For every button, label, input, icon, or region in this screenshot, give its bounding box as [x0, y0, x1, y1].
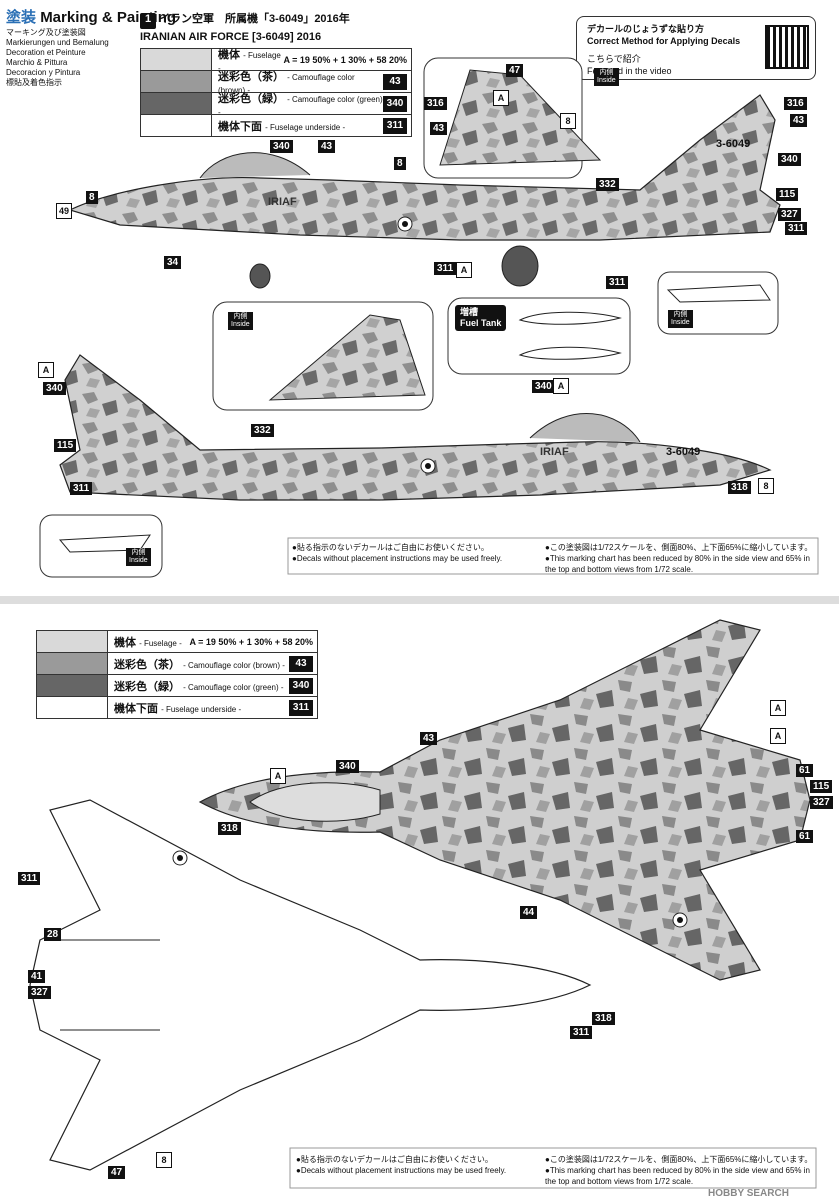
- callout-box: 327: [28, 986, 51, 999]
- decal-method-box: デカールのじょうずな貼り方 Correct Method for Applyin…: [576, 16, 816, 80]
- callout-marker: 8: [560, 113, 576, 129]
- callout-box: 311: [785, 222, 808, 235]
- callout-box: 44: [520, 906, 538, 919]
- callout-box: 61: [796, 764, 814, 777]
- callout-box: 311: [570, 1026, 593, 1039]
- callout-box: 340: [778, 153, 801, 166]
- color-legend-top: 機体 - Fuselage -A = 19 50% + 1 30% + 58 2…: [140, 48, 412, 137]
- callout-box: 43: [790, 114, 808, 127]
- callout-box: 8: [86, 191, 98, 204]
- color-legend-bottom: 機体 - Fuselage -A = 19 50% + 1 30% + 58 2…: [36, 630, 318, 719]
- serial-marking-1: 3-6049: [716, 138, 751, 150]
- callout-box: 47: [108, 1166, 126, 1179]
- note-scale-2: ●この塗装図は1/72スケールを、側面80%、上下面65%に縮小しています。●T…: [545, 1155, 813, 1186]
- watermark: HOBBY SEARCH: [708, 1188, 789, 1199]
- callout-marker: 8: [156, 1152, 172, 1168]
- note-scale: ●この塗装図は1/72スケールを、側面80%、上下面65%に縮小しています。●T…: [545, 543, 813, 574]
- callout-marker: 49: [56, 203, 72, 219]
- callout-box: 311: [70, 482, 93, 495]
- callout-marker: A: [270, 768, 286, 784]
- aircraft-drawings-plan: [29, 619, 817, 1189]
- callout-box: 47: [506, 64, 524, 77]
- callout-box: 332: [596, 178, 619, 191]
- iriaf-marking-2: IRIAF: [540, 446, 569, 458]
- callout-box: 340: [532, 380, 555, 393]
- note-decals-free-2: ●貼る指示のないデカールはご自由にお使いください。●Decals without…: [296, 1155, 507, 1175]
- callout-marker: A: [38, 362, 54, 378]
- bottom-view: [29, 799, 592, 1171]
- callout-box: 316: [424, 97, 447, 110]
- aircraft-drawings-top: [39, 57, 819, 578]
- scheme-header: 1 イラン空軍 所属機「3-6049」2016年 IRANIAN AIR FOR…: [140, 13, 350, 43]
- callout-marker: A: [456, 262, 472, 278]
- callout-box: 41: [28, 970, 46, 983]
- callout-marker: 8: [758, 478, 774, 494]
- instruction-page-bottom: 機体 - Fuselage -A = 19 50% + 1 30% + 58 2…: [0, 610, 839, 1200]
- callout-box: 332: [251, 424, 274, 437]
- callout-box: 311: [434, 262, 457, 275]
- callout-box: 43: [420, 732, 438, 745]
- callout-box: 43: [318, 140, 336, 153]
- iriaf-marking-1: IRIAF: [268, 196, 297, 208]
- qr-code-icon[interactable]: [765, 25, 809, 69]
- callout-box: 340: [43, 382, 66, 395]
- callout-box: 340: [270, 140, 293, 153]
- callout-box: 311: [18, 872, 41, 885]
- callout-marker: A: [493, 90, 509, 106]
- callout-box: 311: [606, 276, 629, 289]
- callout-marker: A: [553, 378, 569, 394]
- callout-box: 318: [218, 822, 241, 835]
- callout-box: 61: [796, 830, 814, 843]
- callout-box: 28: [44, 928, 62, 941]
- callout-marker: A: [770, 728, 786, 744]
- note-decals-free: ●貼る指示のないデカールはご自由にお使いください。●Decals without…: [292, 543, 503, 563]
- callout-box: 340: [336, 760, 359, 773]
- callout-marker: A: [770, 700, 786, 716]
- side-view-1: [68, 94, 781, 241]
- callout-box: 43: [430, 122, 448, 135]
- callout-box: 115: [776, 188, 799, 201]
- callout-box: 327: [778, 208, 801, 221]
- callout-box: 318: [728, 481, 751, 494]
- callout-box: 8: [394, 157, 406, 170]
- instruction-page-top: 塗装 Marking & Painting マーキング及び塗装図 Markier…: [0, 0, 839, 590]
- page-divider: [0, 596, 839, 604]
- callout-box: 316: [784, 97, 807, 110]
- scheme-index: 1: [140, 13, 156, 29]
- callout-box: 327: [810, 796, 833, 809]
- subtitle-lines: マーキング及び塗装図 Markierungen und Bemalung Dec…: [6, 28, 109, 87]
- callout-box: 34: [164, 256, 182, 269]
- serial-marking-2: 3-6049: [666, 446, 701, 458]
- callout-box: 115: [54, 439, 77, 452]
- callout-box: 318: [592, 1012, 615, 1025]
- callout-box: 115: [810, 780, 833, 793]
